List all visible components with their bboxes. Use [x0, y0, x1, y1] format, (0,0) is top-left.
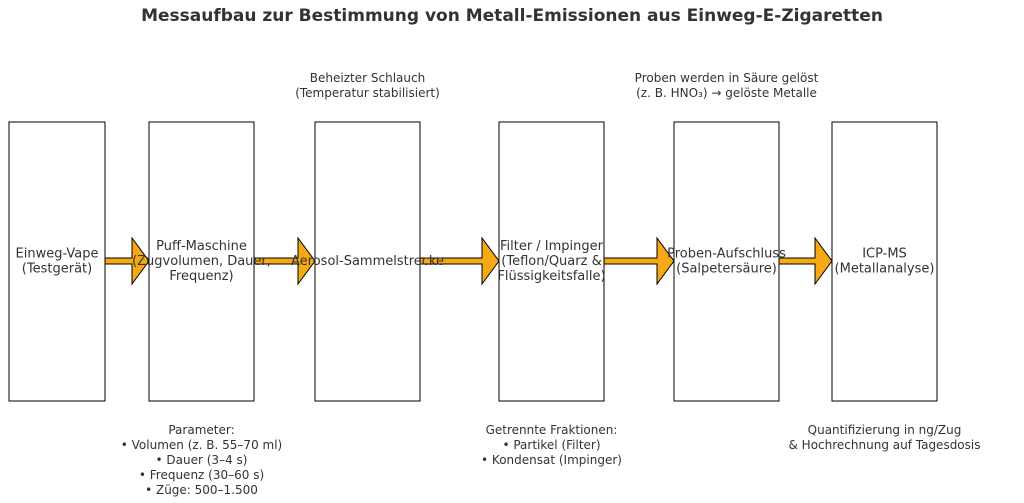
node-box-digest: [673, 121, 780, 402]
node-label-digest: Proben-Aufschluss: [667, 247, 786, 262]
arrow-aerosol-to-filter: [419, 236, 500, 286]
annotation-filter-below: • Partikel (Filter): [502, 438, 600, 452]
diagram-title: Messaufbau zur Bestimmung von Metall-Emi…: [141, 6, 883, 26]
node-label-filter: Filter / Impinger: [500, 239, 604, 254]
node-label-filter: Flüssigkeitsfalle): [497, 269, 605, 284]
node-box-puff: [148, 121, 255, 402]
node-label-vape: Einweg-Vape: [16, 247, 99, 262]
node-label-icpms: (Metallanalyse): [835, 262, 935, 277]
node-box-filter: [498, 121, 605, 402]
arrow-puff-to-aerosol: [253, 236, 316, 286]
labels-layer: Einweg-Vape(Testgerät) Puff-Maschine(Zugv…: [16, 239, 935, 284]
node-label-filter: (Teflon/Quarz &: [501, 254, 601, 269]
annotation-puff-below: • Züge: 500–1.500: [145, 483, 258, 497]
annotation-puff-below: Parameter:: [168, 423, 234, 437]
annotation-digest-above: (z. B. HNO₃) → gelöste Metalle: [636, 86, 817, 100]
node-label-aerosol: Aerosol-Sammelstrecke: [291, 254, 444, 269]
arrow-filter-to-digest: [603, 236, 675, 286]
annotation-aerosol-above: (Temperatur stabilisiert): [295, 86, 440, 100]
boxes-layer: [8, 121, 938, 402]
annotation-filter-below: • Kondensat (Impinger): [481, 453, 622, 467]
annotation-puff-below: • Dauer (3–4 s): [156, 453, 248, 467]
node-box-vape: [8, 121, 106, 402]
node-label-digest: (Salpetersäure): [676, 262, 777, 277]
notes-layer: Beheizter Schlauch(Temperatur stabilisie…: [121, 71, 981, 497]
node-box-aerosol: [314, 121, 421, 402]
annotation-puff-below: • Frequenz (30–60 s): [139, 468, 264, 482]
node-label-icpms: ICP-MS: [862, 247, 907, 262]
annotation-filter-below: Getrennte Fraktionen:: [486, 423, 618, 437]
node-label-puff: Frequenz): [169, 269, 233, 284]
node-label-puff: (Zugvolumen, Dauer,: [132, 254, 271, 269]
arrows-layer: [104, 236, 833, 286]
node-label-vape: (Testgerät): [22, 262, 92, 277]
node-label-puff: Puff-Maschine: [156, 239, 247, 254]
annotation-icpms-below: & Hochrechnung auf Tagesdosis: [789, 438, 981, 452]
annotation-icpms-below: Quantifizierung in ng/Zug: [808, 423, 962, 437]
annotation-digest-above: Proben werden in Säure gelöst: [635, 71, 819, 85]
arrow-digest-to-icpms: [778, 236, 833, 286]
node-box-icpms: [831, 121, 938, 402]
annotation-puff-below: • Volumen (z. B. 55–70 ml): [121, 438, 282, 452]
arrow-vape-to-puff: [104, 236, 150, 286]
annotation-aerosol-above: Beheizter Schlauch: [310, 71, 425, 85]
